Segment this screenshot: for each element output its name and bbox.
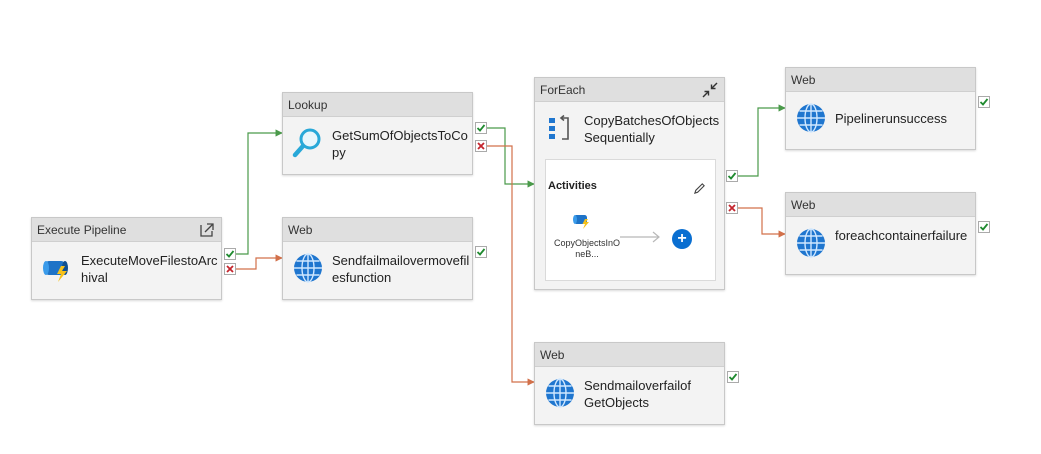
node-web-pipeline-success[interactable]: Web Pipelinerunsuccess [785,67,976,150]
node-header: Execute Pipeline [32,218,221,242]
node-type-label: Web [791,73,816,87]
checkmark-icon [979,223,989,231]
globe-icon [797,103,825,133]
success-port[interactable] [978,221,990,233]
activities-label: Activities [548,180,597,192]
edge-lookup-to-web-getobjects-fail [487,145,535,386]
pencil-icon[interactable] [693,182,706,195]
node-type-label: Web [288,223,313,237]
node-web-getobjects-failure[interactable]: Web Sendmailoverfailof GetObjects [534,342,725,425]
node-name: GetSumOfObjectsToCopy [332,128,468,160]
failure-port[interactable] [726,202,738,214]
node-header: Web [535,343,724,367]
success-port[interactable] [224,248,236,260]
edge-execute-to-lookup [236,129,283,255]
failure-port[interactable] [475,140,487,152]
checkmark-icon [979,98,989,106]
success-port[interactable] [475,122,487,134]
node-web-foreach-failure[interactable]: Web foreachcontainerfailure [785,192,976,275]
node-name: Pipelinerunsuccess [835,111,948,126]
node-header: Web [786,193,975,217]
success-port[interactable] [475,246,487,258]
checkmark-icon [727,172,737,180]
magnifier-icon [292,128,321,158]
foreach-activities-panel[interactable]: Activities CopyObjectsInOneB... + [545,159,716,281]
copy-data-icon[interactable] [572,210,592,230]
node-header: Web [786,68,975,92]
foreach-icon [549,114,569,140]
edge-foreach-to-web-foreach-fail [738,207,786,238]
node-header: Lookup [283,93,472,117]
node-type-label: Web [791,198,816,212]
node-name: foreachcontainerfailure [835,228,968,243]
node-foreach[interactable]: ForEach CopyBatchesOfObjectsSequentially… [534,77,725,290]
node-execute-pipeline[interactable]: Execute Pipeline ExecuteMoveFilestoArchi… [31,217,222,300]
globe-icon [294,253,322,283]
failure-port[interactable] [224,263,236,275]
node-header: Web [283,218,472,242]
edge-foreach-to-web-success [738,104,786,177]
arrow-right-icon [620,231,660,243]
node-type-label: ForEach [540,83,586,97]
collapse-icon[interactable] [702,82,718,98]
success-port[interactable] [726,170,738,182]
node-type-label: Web [540,348,565,362]
node-web-send-fail-mail[interactable]: Web Sendfailmailovermovefilesfunction [282,217,473,300]
node-type-label: Lookup [288,98,328,112]
node-lookup[interactable]: Lookup GetSumOfObjectsToCopy [282,92,473,175]
checkmark-icon [476,124,486,132]
x-icon [728,204,736,212]
x-icon [226,265,234,273]
checkmark-icon [476,248,486,256]
node-name: Sendfailmailovermovefilesfunction [332,253,470,285]
x-icon [477,142,485,150]
inner-activity-label: CopyObjectsInOneB... [553,238,621,259]
success-port[interactable] [978,96,990,108]
execute-pipeline-icon [43,261,68,282]
open-external-icon[interactable] [199,222,215,238]
node-type-label: Execute Pipeline [37,223,127,237]
edge-execute-to-web-fail [236,254,283,270]
node-name: CopyBatchesOfObjectsSequentially [584,113,720,145]
edge-lookup-to-foreach [487,127,535,188]
globe-icon [546,378,574,408]
checkmark-icon [225,250,235,258]
node-header: ForEach [535,78,724,102]
success-port[interactable] [727,371,739,383]
node-name: Sendmailoverfailof GetObjects [584,378,691,410]
add-activity-button[interactable]: + [672,229,692,249]
node-name: ExecuteMoveFilestoArchival [81,253,218,285]
globe-icon [797,228,825,258]
checkmark-icon [728,373,738,381]
